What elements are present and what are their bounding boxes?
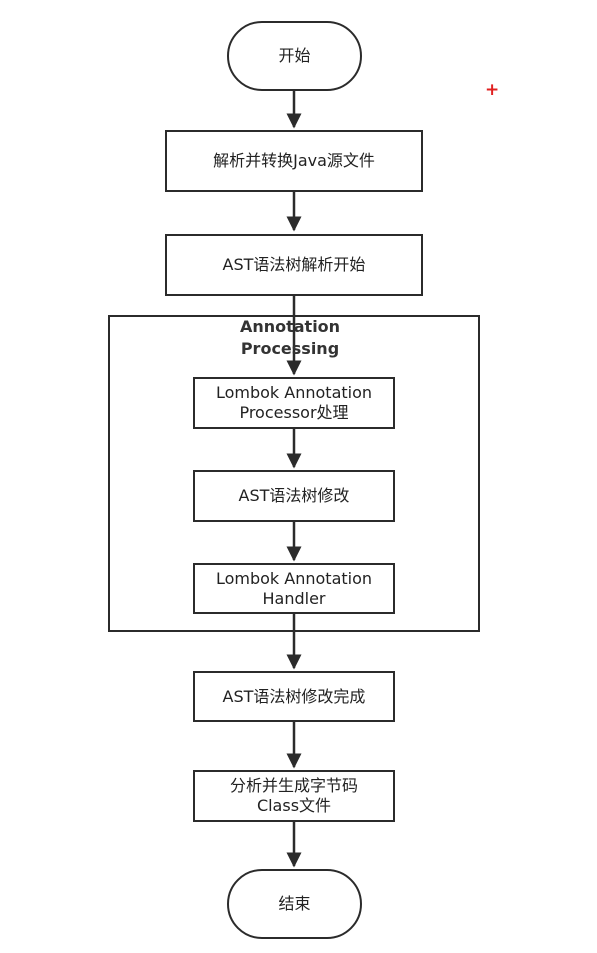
ast-modify-done-node: AST语法树修改完成 [193, 671, 395, 722]
lombok-processor-node: Lombok Annotation Processor处理 [193, 377, 395, 429]
lombok-handler-node: Lombok Annotation Handler [193, 563, 395, 614]
ast-parse-start-node: AST语法树解析开始 [165, 234, 423, 296]
annotation-processing-label: Annotation Processing [239, 317, 341, 358]
end-node: 结束 [227, 869, 362, 939]
ast-modify-node: AST语法树修改 [193, 470, 395, 522]
plus-icon: + [485, 80, 500, 100]
parse-source-node: 解析并转换Java源文件 [165, 130, 423, 192]
start-node: 开始 [227, 21, 362, 91]
generate-bytecode-node: 分析并生成字节码 Class文件 [193, 770, 395, 822]
